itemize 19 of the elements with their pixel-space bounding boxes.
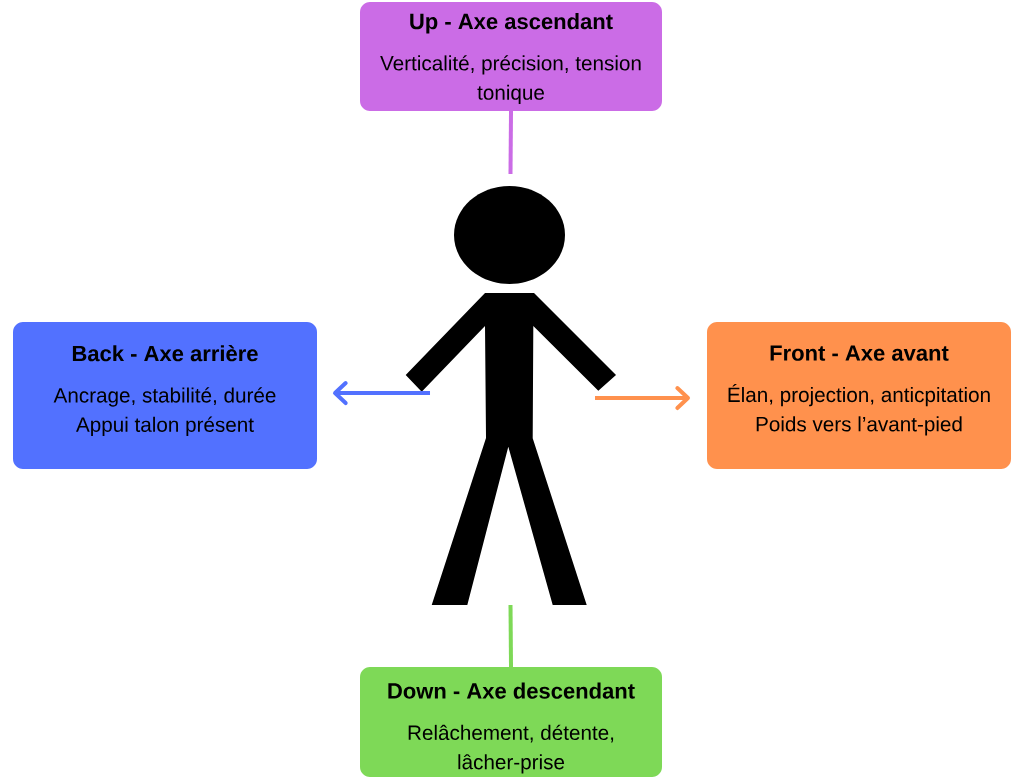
connector-line bbox=[508, 111, 513, 174]
description: Verticalité, précision, tension tonique bbox=[380, 55, 641, 104]
stick-figure bbox=[405, 186, 616, 605]
description: Appui talon présent bbox=[76, 416, 254, 437]
description: Relâchement, détente, lâcher-prise bbox=[408, 724, 614, 774]
heading: Down - Axe descendant bbox=[388, 682, 635, 699]
heading: Up - Axe ascendant bbox=[410, 13, 613, 34]
info-box bbox=[360, 2, 662, 111]
description: Ancrage, stabilité, durée bbox=[53, 387, 276, 407]
arrow bbox=[595, 386, 690, 410]
info-box bbox=[707, 322, 1011, 469]
heading: Front - Axe avant bbox=[770, 345, 949, 361]
heading: Back - Axe arrière bbox=[72, 344, 258, 362]
connector-line bbox=[508, 605, 513, 668]
description: Élan, projection, anticpitation bbox=[728, 384, 990, 407]
arrow bbox=[333, 381, 430, 405]
info-box bbox=[360, 667, 662, 777]
description: Poids vers l’avant-pied bbox=[756, 416, 962, 436]
info-box bbox=[13, 322, 317, 469]
